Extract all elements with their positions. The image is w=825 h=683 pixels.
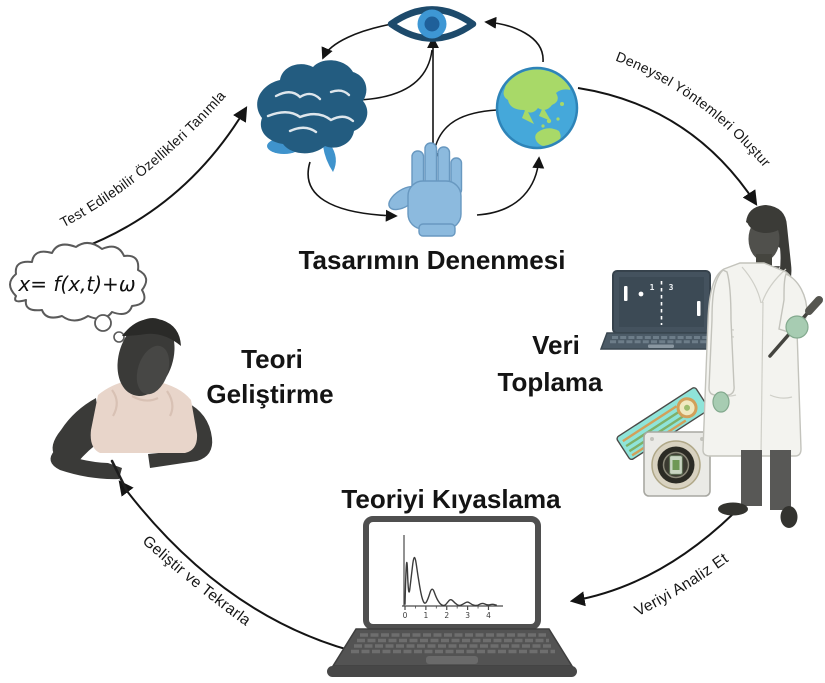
mini-chart-tick: 4 bbox=[486, 611, 491, 620]
label-test-design: Tasarımın Denenmesi bbox=[299, 245, 566, 275]
arrow-label-create-methods: Deneysel Yöntemleri Oluştur bbox=[614, 48, 774, 170]
label-data-collection-1: Veri bbox=[532, 330, 580, 360]
arrow-label-define-testable: Test Edilebilir Özellikleri Tanımla bbox=[57, 87, 228, 230]
eye-icon bbox=[387, 6, 477, 42]
label-theory-dev-2: Geliştirme bbox=[206, 379, 333, 409]
label-theory-compare: Teoriyi Kıyaslama bbox=[341, 484, 561, 514]
globe-icon bbox=[495, 66, 579, 150]
scientist-figure bbox=[702, 205, 823, 528]
writer-figure bbox=[50, 318, 213, 493]
create-methods-arrow bbox=[577, 87, 758, 206]
arrow-label-analyze-data: Veriyi Analiz Et bbox=[632, 550, 732, 620]
thought-formula: x= f(x,t)+ω bbox=[17, 272, 135, 296]
pong-score-left: 1 bbox=[650, 283, 655, 292]
camera-module-icon bbox=[643, 431, 711, 497]
gloved-hand-icon bbox=[388, 142, 463, 237]
mini-chart-tick: 3 bbox=[465, 611, 470, 620]
analyze-data-arrow bbox=[569, 513, 734, 607]
brain-icon bbox=[257, 60, 368, 172]
arrow-label-improve-repeat: Geliştir ve Tekrarla bbox=[139, 533, 254, 630]
transition-arrows bbox=[76, 87, 758, 656]
thought-bubble: x= f(x,t)+ω bbox=[9, 242, 148, 343]
label-theory-dev-1: Teori bbox=[241, 344, 303, 374]
cycle-arrows bbox=[307, 16, 545, 222]
mini-chart-tick: 2 bbox=[444, 611, 449, 620]
mini-chart: 0 1 2 3 4 bbox=[402, 535, 503, 620]
mini-chart-tick: 1 bbox=[423, 611, 428, 620]
pong-laptop-icon: 1 3 bbox=[599, 270, 724, 350]
label-data-collection-2: Toplama bbox=[498, 367, 604, 397]
graph-laptop-icon: 0 1 2 3 4 bbox=[327, 516, 577, 677]
define-testable-arrow bbox=[76, 106, 248, 251]
improve-repeat-arrow bbox=[118, 480, 369, 656]
pong-score-right: 3 bbox=[669, 283, 674, 292]
mini-chart-tick: 0 bbox=[403, 611, 408, 620]
